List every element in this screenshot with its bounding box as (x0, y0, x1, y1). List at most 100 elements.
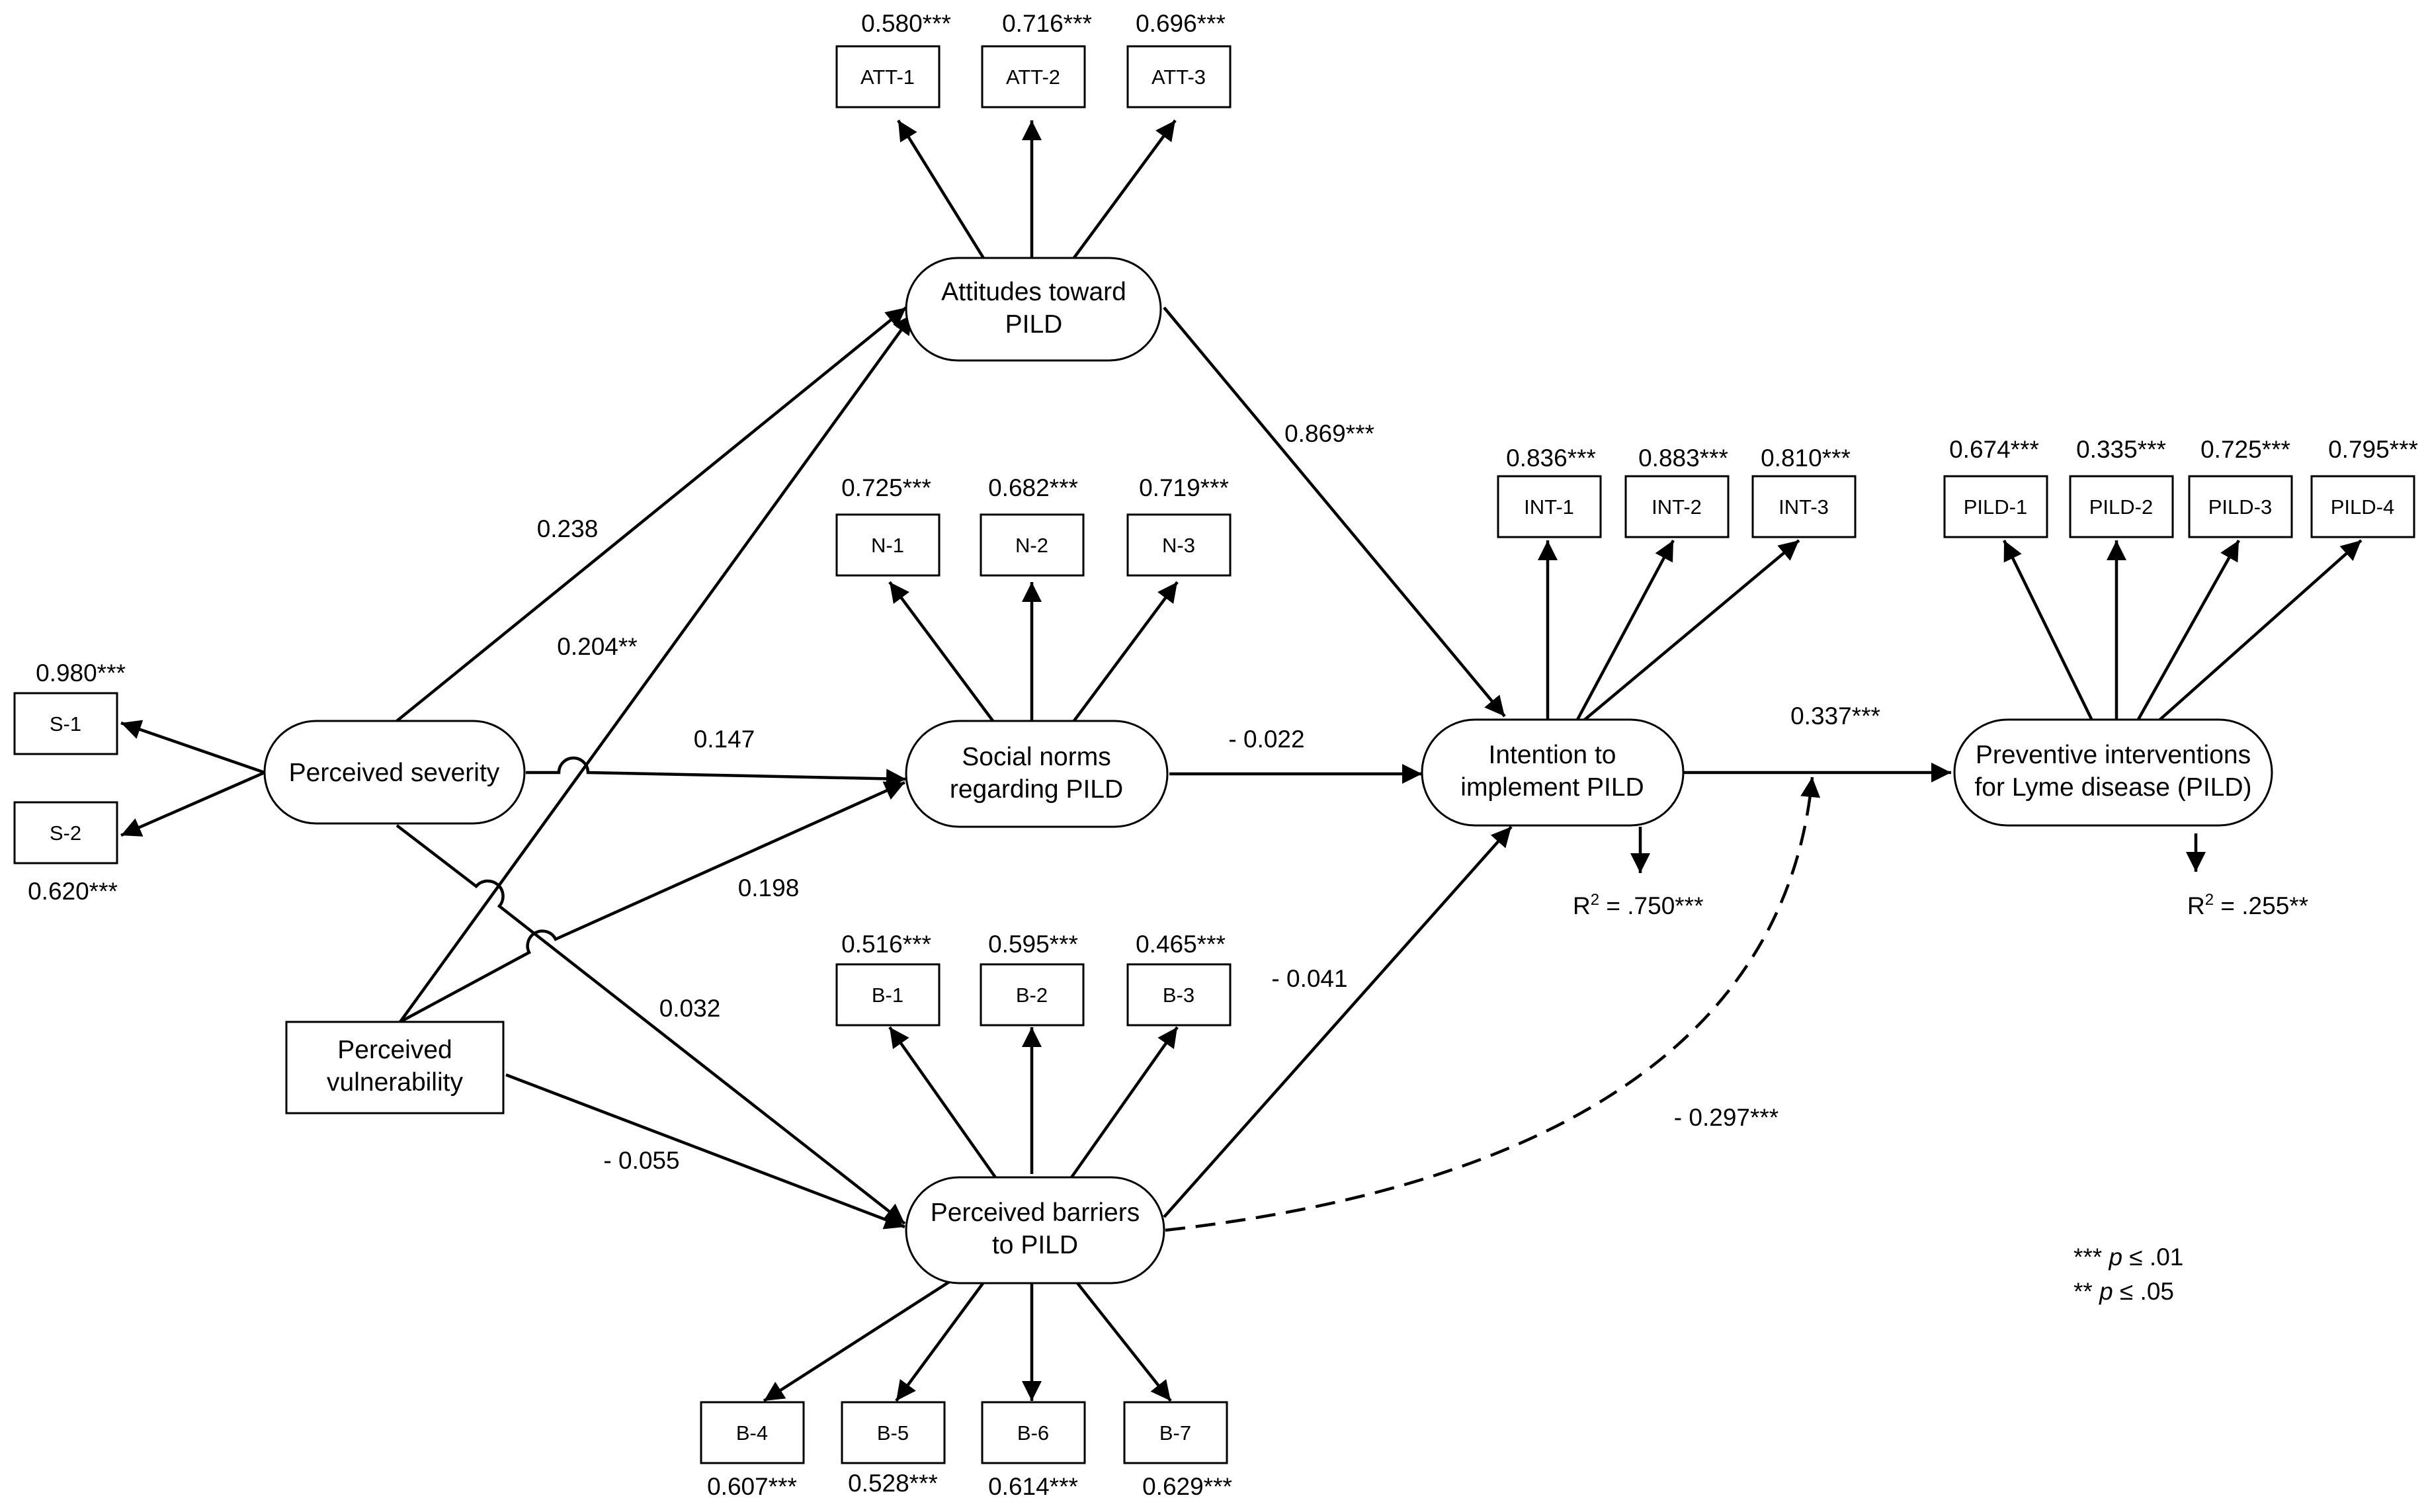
node-severity-label: Perceived severity (289, 759, 500, 787)
node-behavior: Preventive interventions for Lyme diseas… (1953, 718, 2273, 827)
edge-barriers-b3 (1070, 1026, 1179, 1179)
coef-attitudes-intention: 0.869*** (1284, 420, 1374, 447)
edge-attitudes-att1 (897, 119, 987, 263)
edge-norms-n3 (1070, 581, 1179, 726)
node-barriers-line2: to PILD (992, 1231, 1078, 1259)
r-squared-intention: R2 = .750*** (1573, 891, 1703, 919)
node-intention: Intention to implement PILD (1421, 718, 1685, 827)
r2-behavior-prefix: R (2187, 892, 2205, 919)
r2-intention-text: R2 = .750*** (1573, 891, 1703, 919)
indicator-n1-label: N-1 (871, 534, 904, 557)
indicator-int1-loading: 0.836*** (1506, 444, 1596, 472)
indicator-att1-loading: 0.580*** (861, 10, 951, 37)
node-behavior-line2: for Lyme disease (PILD) (1974, 773, 2251, 802)
indicator-n2-label: N-2 (1015, 534, 1048, 557)
indicator-b2-loading: 0.595*** (988, 931, 1078, 958)
coef-norms-intention: - 0.022 (1228, 726, 1304, 753)
path-vulnerability-barriers (505, 1073, 905, 1230)
legend-1-p: p (2108, 1243, 2122, 1271)
indicator-b4-label: B-4 (736, 1421, 768, 1445)
indicator-s1-loading: 0.980*** (36, 659, 126, 687)
indicator-b6-label: B-6 (1017, 1421, 1049, 1445)
edge-severity-s2 (120, 771, 265, 837)
node-norms-line1: Social norms (962, 743, 1110, 771)
coef-barriers-moderation: - 0.297*** (1674, 1104, 1779, 1131)
legend-line-2: ** p ≤ .05 (2073, 1278, 2174, 1305)
indicator-att2-loading: 0.716*** (1002, 10, 1092, 37)
node-vulnerability: Perceived vulnerability (285, 1021, 505, 1114)
path-severity-barriers (396, 824, 906, 1225)
path-attitudes-intention (1163, 306, 1506, 718)
indicators-barriers-top: B-1 0.516*** B-2 0.595*** B-3 0.465*** (835, 931, 1232, 1027)
indicator-int2-label: INT-2 (1652, 495, 1702, 519)
indicator-pild1-loading: 0.674*** (1949, 436, 2039, 463)
indicator-b4-loading: 0.607*** (707, 1473, 797, 1500)
edge-barriers-b4 (763, 1279, 954, 1402)
node-severity: Perceived severity (263, 720, 526, 825)
r2-behavior-text: R2 = .255** (2187, 891, 2308, 919)
indicator-int2-loading: 0.883*** (1638, 444, 1728, 472)
indicator-b5-loading: 0.528*** (848, 1470, 938, 1497)
indicator-pild3-label: PILD-3 (2208, 495, 2272, 519)
indicators-barriers-bottom: B-4 0.607*** B-5 0.528*** B-6 0.614*** B… (700, 1401, 1232, 1500)
indicator-b1-loading: 0.516*** (841, 931, 931, 958)
edge-norms-n1 (888, 581, 997, 726)
edge-barriers-b5 (895, 1279, 987, 1402)
indicator-b6-loading: 0.614*** (988, 1473, 1078, 1500)
path-vulnerability-norms (399, 780, 905, 1023)
coef-barriers-intention: - 0.041 (1271, 965, 1347, 992)
significance-legend: *** p ≤ .01 ** p ≤ .05 (2073, 1243, 2183, 1305)
indicator-b7-label: B-7 (1159, 1421, 1191, 1445)
edge-intention-int2 (1576, 539, 1675, 721)
legend-line-1: *** p ≤ .01 (2073, 1243, 2183, 1271)
edge-severity-s1 (120, 720, 265, 775)
indicator-pild1-label: PILD-1 (1964, 495, 2027, 519)
coef-severity-norms: 0.147 (694, 726, 755, 753)
r2-intention-prefix: R (1573, 892, 1591, 919)
indicator-b3-loading: 0.465*** (1136, 931, 1226, 958)
coef-intention-behavior: 0.337*** (1790, 702, 1880, 730)
coef-severity-attitudes: 0.238 (537, 515, 599, 542)
legend-2-rest: ≤ .05 (2113, 1278, 2174, 1305)
r2-intention-sup: 2 (1591, 891, 1599, 909)
node-behavior-line1: Preventive interventions (1976, 741, 2251, 769)
path-coefficients: 0.869*** 0.238 0.204** 0.147 0.198 0.032… (537, 420, 1880, 1174)
edge-barriers-b1 (888, 1026, 997, 1179)
legend-1-rest: ≤ .01 (2122, 1243, 2183, 1271)
node-intention-line1: Intention to (1489, 741, 1616, 769)
indicator-pild3-loading: 0.725*** (2200, 436, 2290, 463)
indicator-pild4-label: PILD-4 (2331, 495, 2394, 519)
legend-1-stars: *** (2073, 1243, 2102, 1271)
indicators-attitudes: ATT-1 0.580*** ATT-2 0.716*** ATT-3 0.69… (835, 10, 1232, 108)
path-vulnerability-attitudes (399, 313, 914, 1023)
indicator-pild2-loading: 0.335*** (2076, 436, 2166, 463)
indicator-b7-loading: 0.629*** (1142, 1473, 1232, 1500)
indicator-pild2-label: PILD-2 (2089, 495, 2153, 519)
legend-2-stars: ** (2073, 1278, 2093, 1305)
edge-behavior-pild3 (2135, 539, 2240, 724)
indicator-int3-loading: 0.810*** (1761, 444, 1851, 472)
edges (120, 119, 2363, 1402)
indicator-b5-label: B-5 (877, 1421, 909, 1445)
node-attitudes: Attitudes toward PILD (905, 257, 1162, 362)
coef-severity-barriers: 0.032 (659, 995, 721, 1022)
node-vulnerability-line2: vulnerability (327, 1068, 463, 1097)
edge-attitudes-att3 (1070, 119, 1177, 263)
indicator-s2-loading: 0.620*** (28, 878, 118, 905)
coef-vulnerability-norms: 0.198 (738, 874, 800, 902)
node-norms: Social norms regarding PILD (905, 720, 1169, 828)
indicator-s2-label: S-2 (50, 821, 81, 845)
coef-vulnerability-attitudes: 0.204** (557, 633, 637, 660)
edge-barriers-b7 (1073, 1279, 1172, 1402)
indicator-int1-label: INT-1 (1524, 495, 1574, 519)
path-severity-attitudes (396, 306, 907, 722)
node-attitudes-line2: PILD (1005, 310, 1063, 339)
path-severity-norms (526, 756, 907, 789)
indicators-behavior: PILD-1 0.674*** PILD-2 0.335*** PILD-3 0… (1943, 436, 2418, 538)
indicator-att2-label: ATT-2 (1006, 65, 1060, 89)
path-barriers-moderation (1165, 777, 1821, 1232)
indicator-n3-label: N-3 (1162, 534, 1195, 557)
indicator-b2-label: B-2 (1016, 984, 1048, 1007)
indicator-b3-label: B-3 (1163, 984, 1194, 1007)
